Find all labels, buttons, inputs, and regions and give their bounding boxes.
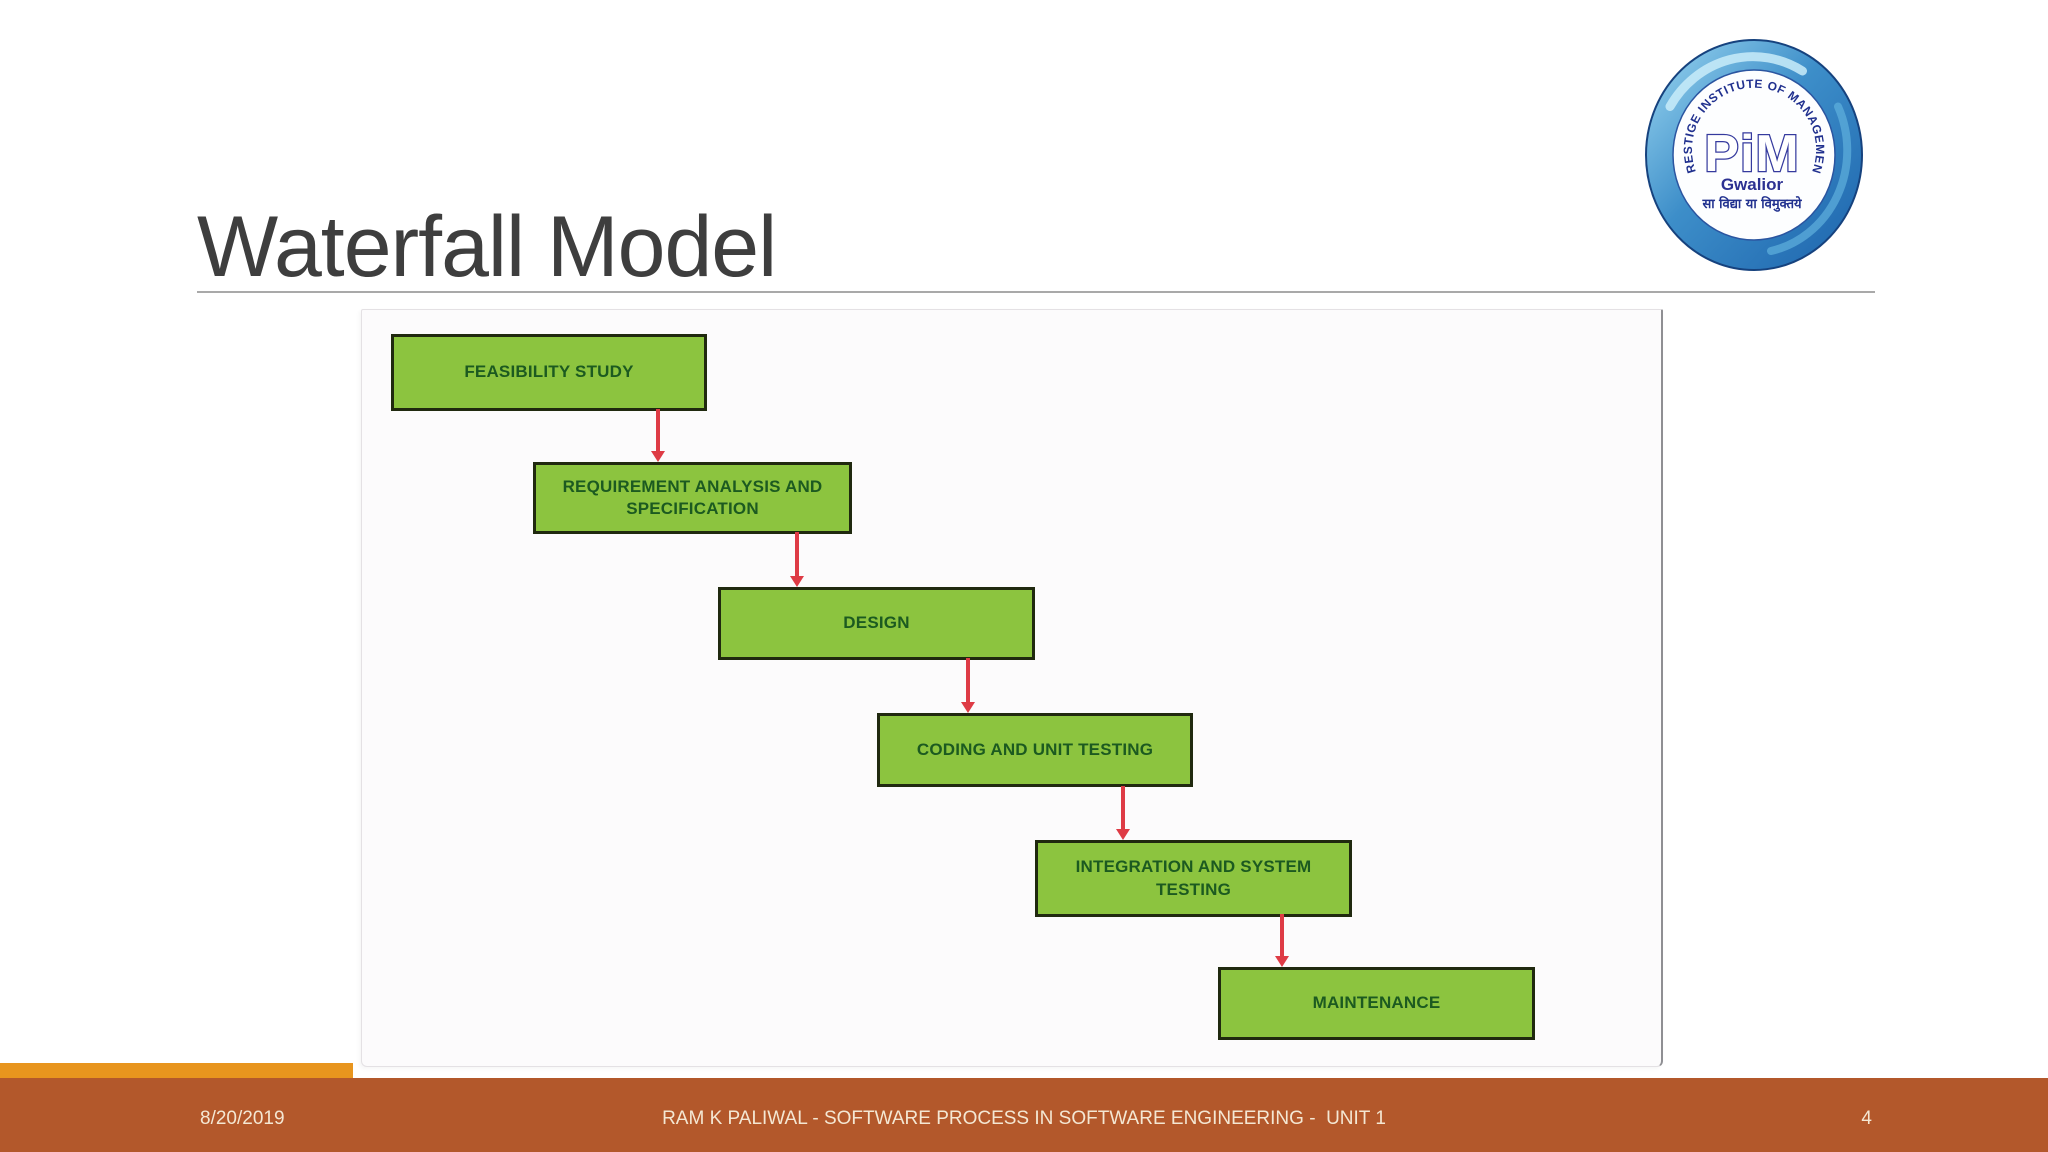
flow-arrow-5 [1275,914,1289,967]
flow-arrow-1 [651,409,665,462]
logo-ring [1645,39,1863,271]
stage-box-design: DESIGN [718,587,1035,660]
flow-arrow-3 [961,658,975,713]
footer-bar [0,1078,2048,1152]
flow-arrow-2 [790,532,804,587]
flow-arrow-4 [1116,786,1130,840]
logo-city: Gwalior [1721,175,1784,194]
logo-monogram: PiM [1704,125,1799,183]
stage-box-coding-unit-testing: CODING AND UNIT TESTING [877,713,1193,787]
footer-page-number: 4 [1861,1108,1872,1129]
title-underline [197,291,1875,293]
institute-logo: PRESTIGE INSTITUTE OF MANAGEMENT PiM Gwa… [1643,38,1863,271]
stage-box-maintenance: MAINTENANCE [1218,967,1535,1040]
footer-accent-bar [0,1063,353,1078]
stage-box-feasibility-study: FEASIBILITY STUDY [391,334,707,411]
slide-title: Waterfall Model [197,199,777,295]
waterfall-diagram-panel [361,309,1663,1067]
footer-date: 8/20/2019 [200,1108,285,1129]
footer-center-text: RAM K PALIWAL - SOFTWARE PROCESS IN SOFT… [662,1108,1386,1129]
stage-box-requirement-analysis: REQUIREMENT ANALYSIS AND SPECIFICATION [533,462,852,534]
stage-box-integration-system-testing: INTEGRATION AND SYSTEM TESTING [1035,840,1352,917]
logo-motto: सा विद्या या विमुक्तये [1701,196,1802,212]
